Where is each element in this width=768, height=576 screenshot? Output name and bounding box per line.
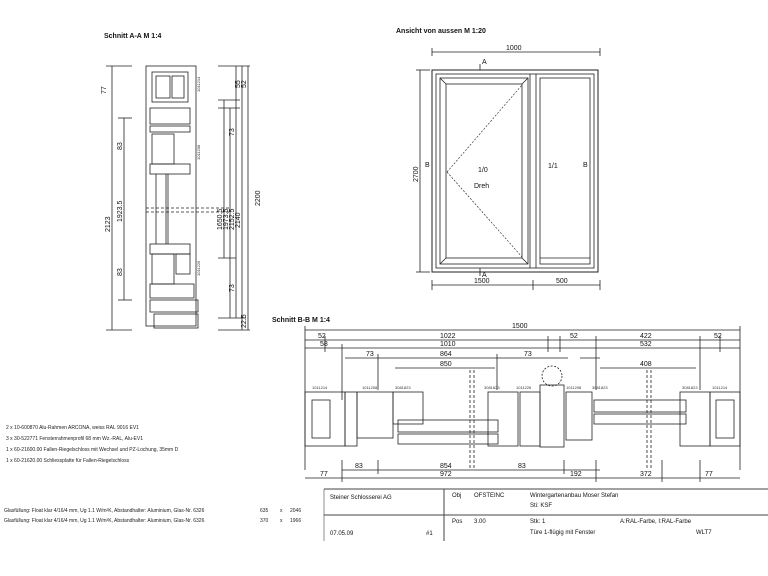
profile-code-aa-2: 1011208 xyxy=(196,144,201,160)
bb-profile-code: 1011208 xyxy=(362,385,378,390)
section-marker-b-left: B xyxy=(425,162,430,169)
bb-dim-73a: 73 xyxy=(366,351,374,358)
dim-aa-2140: 2140 xyxy=(235,212,242,228)
parts-list-item: 1 x 60-21600.00 Fallen-Riegelschloss mit… xyxy=(6,447,179,453)
bb-profile-code: 3081823 xyxy=(592,385,608,390)
dim-aa-83a: 83 xyxy=(117,142,124,150)
bb-dim-58: 58 xyxy=(320,341,328,348)
pos-value: 3.00 xyxy=(474,519,486,525)
bb-dim-408: 408 xyxy=(640,361,652,368)
bb-dim-972: 972 xyxy=(440,471,452,478)
elevation-height: 2700 xyxy=(413,166,420,182)
profile-code-aa-1: 1011214 xyxy=(196,76,201,92)
glazing-note-x: x xyxy=(280,518,283,524)
bb-dim-73b: 73 xyxy=(524,351,532,358)
dim-aa-1973: 1973.5 xyxy=(223,208,230,230)
bb-dim-422: 422 xyxy=(640,333,652,340)
company-name: Steiner Schlosserei AG xyxy=(330,495,392,501)
profile-code-aa-3: 1011226 xyxy=(196,260,201,276)
bb-profile-code: 3081823 xyxy=(395,385,411,390)
glazing-note: Glasfüllung: Float klar 4/16/4 mm, Ug 1.… xyxy=(4,518,205,524)
title-block-lines xyxy=(323,488,768,541)
bb-profile-code: 1011214 xyxy=(312,385,328,390)
glazing-note-qty: 635 xyxy=(260,508,269,514)
section-aa-title: Schnitt A-A M 1:4 xyxy=(104,33,162,40)
glazing-note-x: x xyxy=(280,508,283,514)
bb-dim-83a: 83 xyxy=(355,463,363,470)
project-name: Wintergartenanbau Moser Stefan xyxy=(530,493,619,499)
quantity: Stk: 1 xyxy=(530,519,546,525)
project-sub: Sti: KSF xyxy=(530,503,553,509)
sheet-number: #1 xyxy=(426,531,433,537)
bb-profile-code: 1011208 xyxy=(566,385,582,390)
elevation-frame xyxy=(416,48,601,290)
sash-id-1: 1/0 xyxy=(478,167,488,174)
section-marker-b-right: B xyxy=(583,162,588,169)
dim-aa-77: 77 xyxy=(101,86,108,94)
dim-aa-1923: 1923.5 xyxy=(117,200,124,222)
item-description: Türe 1-flügig mit Fenster xyxy=(530,530,596,536)
obj-value: OFSTEINC xyxy=(474,493,505,499)
glazing-note: Glasfüllung: Float klar 4/16/4 mm, Ug 1.… xyxy=(4,508,205,514)
dim-aa-2152: 2152.5 xyxy=(229,208,236,230)
elevation-bottom-dim-2: 500 xyxy=(556,278,568,285)
item-code: WLT7 xyxy=(696,530,712,536)
section-bb-profile xyxy=(304,326,741,482)
bb-dim-52b: 52 xyxy=(570,333,578,340)
dim-aa-52: 52 xyxy=(241,80,248,88)
dim-aa-2200: 2200 xyxy=(255,190,262,206)
color-spec: A:RAL-Farbe, I:RAL-Farbe xyxy=(620,519,692,525)
bb-dim-1022: 1022 xyxy=(440,333,456,340)
dim-aa-2123: 2123 xyxy=(105,216,112,232)
dim-aa-73a: 73 xyxy=(229,128,236,136)
elevation-width: 1000 xyxy=(506,45,522,52)
glazing-note-qty: 370 xyxy=(260,518,269,524)
bb-profile-code: 3081823 xyxy=(484,385,500,390)
bb-dim-192: 192 xyxy=(570,471,582,478)
bb-dim-372: 372 xyxy=(640,471,652,478)
glazing-note-size: 2046 xyxy=(290,508,302,514)
bb-overall-width: 1500 xyxy=(512,323,528,330)
pos-label: Pos xyxy=(452,519,463,525)
elevation-labels: 1000 A A B B 2700 1/0 Dreh 1/1 1500 500 xyxy=(413,45,588,285)
parts-list-item: 2 x 10-600870 Alu-Rahmen ARCONA, weiss R… xyxy=(6,425,139,431)
bb-profile-code: 1011214 xyxy=(712,385,728,390)
bb-dim-864: 864 xyxy=(440,351,452,358)
bb-profile-code: 3081823 xyxy=(682,385,698,390)
section-bb-title: Schnitt B-B M 1:4 xyxy=(272,317,330,324)
bb-dim-850: 850 xyxy=(440,361,452,368)
dim-aa-22: 22.5 xyxy=(241,314,248,328)
section-bb-dimensions: 1500 52 1022 52 422 52 58 1010 532 73 86… xyxy=(312,323,728,478)
parts-list-item: 1 x 60-21620.00 Schliessplatte für Falle… xyxy=(6,458,130,464)
obj-label: Obj xyxy=(452,493,462,499)
bb-dim-532: 532 xyxy=(640,341,652,348)
section-aa-dimensions: 77 83 2123 1923.5 83 55 52 73 1650.5 197… xyxy=(101,76,262,328)
bb-profile-code: 1011226 xyxy=(516,385,532,390)
bb-dim-1010: 1010 xyxy=(440,341,456,348)
bb-dim-52c: 52 xyxy=(714,333,722,340)
bb-dim-52a: 52 xyxy=(318,333,326,340)
glazing-note-size: 1966 xyxy=(290,518,302,524)
section-aa-profile xyxy=(106,65,250,331)
dim-aa-1650: 1650.5 xyxy=(217,208,224,230)
sash-id-2: 1/1 xyxy=(548,163,558,170)
bb-dim-77b: 77 xyxy=(705,471,713,478)
dim-aa-83b: 83 xyxy=(117,268,124,276)
section-marker-a-top: A xyxy=(482,59,487,66)
bb-dim-83b: 83 xyxy=(518,463,526,470)
sash-label: Dreh xyxy=(474,183,489,190)
bb-dim-77a: 77 xyxy=(320,471,328,478)
section-marker-a-bottom: A xyxy=(482,272,487,279)
dim-aa-73b: 73 xyxy=(229,284,236,292)
parts-list-item: 3 x 30-522771 Fensterrahmenprofil 68 mm … xyxy=(6,436,144,442)
bb-dim-854: 854 xyxy=(440,463,452,470)
elevation-bottom-dim-1: 1500 xyxy=(474,278,490,285)
dim-aa-55: 55 xyxy=(235,80,242,88)
elevation-title: Ansicht von aussen M 1:20 xyxy=(396,28,486,35)
drawing-date: 07.05.09 xyxy=(330,531,354,537)
